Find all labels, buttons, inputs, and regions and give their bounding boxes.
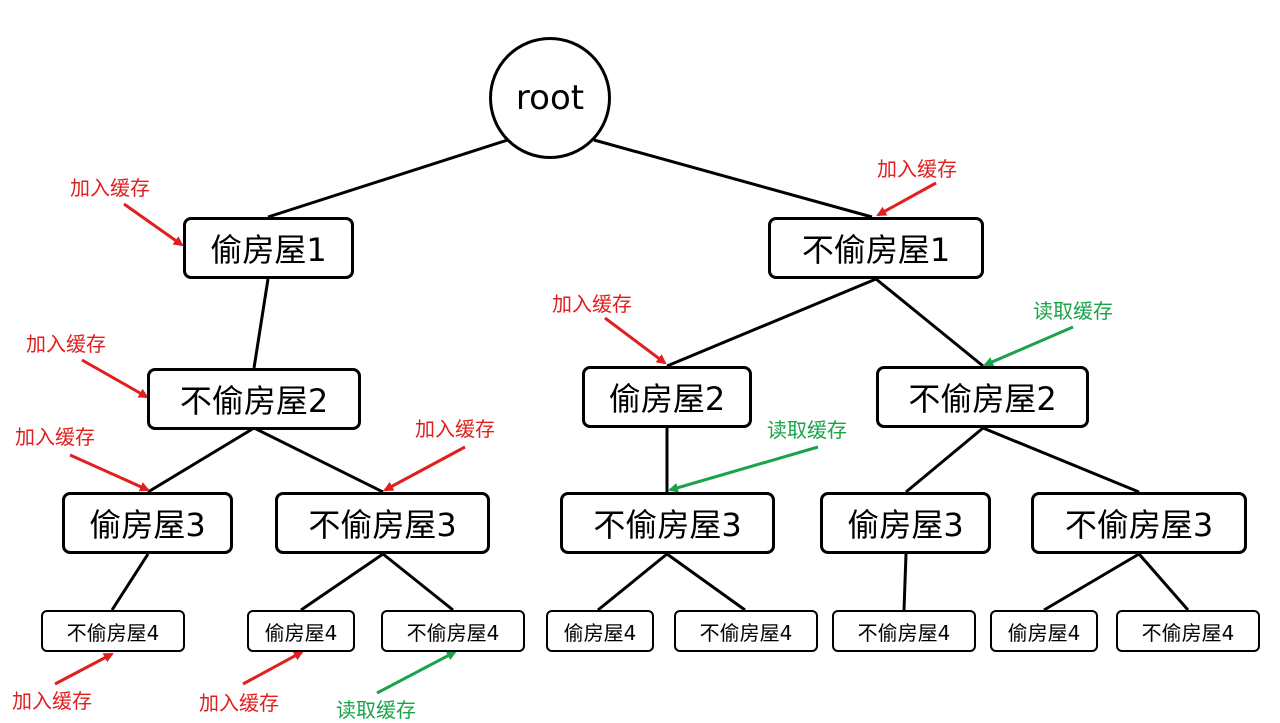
node-nosteal-house4-c2: 不偷房屋4	[674, 610, 818, 652]
node-label: 不偷房屋4	[1141, 620, 1235, 645]
edge-r1-r2a	[666, 277, 877, 368]
edge-l2-l3a	[147, 426, 255, 494]
node-nosteal-house2-right: 不偷房屋2	[876, 366, 1089, 428]
node-label: 不偷房屋1	[801, 231, 951, 269]
edge-r2b-r3d	[905, 426, 984, 494]
edge-root-right	[593, 138, 873, 219]
annotation-add-cache-2: 加入缓存	[877, 157, 957, 181]
node-label: 不偷房屋3	[1064, 506, 1214, 544]
node-label: 偷房屋4	[563, 620, 637, 645]
node-nosteal-house2-left: 不偷房屋2	[147, 368, 361, 430]
arrow-add-3	[81, 358, 149, 399]
node-label: 偷房屋3	[89, 506, 206, 544]
arrow-read-2	[668, 445, 819, 493]
node-steal-house2-right: 偷房屋2	[582, 366, 752, 428]
edge-root-left	[267, 134, 521, 219]
arrow-read-1	[983, 325, 1074, 367]
edge-l2-l3b	[253, 426, 384, 494]
node-steal-house3-a: 偷房屋3	[62, 492, 233, 554]
node-label: 不偷房屋4	[406, 620, 500, 645]
edge-l3a-l4	[110, 553, 150, 611]
node-steal-house1: 偷房屋1	[183, 217, 354, 279]
edge-r3e-l4a	[1043, 552, 1140, 612]
edge-l1-l2	[252, 278, 270, 369]
node-nosteal-house3-c: 不偷房屋3	[560, 492, 775, 554]
arrow-add-5	[69, 453, 150, 492]
annotation-add-cache-7: 加入缓存	[12, 689, 92, 713]
node-label: 不偷房屋2	[908, 380, 1057, 418]
node-label: 偷房屋4	[264, 620, 338, 645]
annotation-add-cache-6: 加入缓存	[415, 417, 495, 441]
edge-l3b-l4a	[300, 552, 384, 612]
node-label: 偷房屋1	[210, 231, 327, 269]
arrow-add-4	[604, 316, 667, 365]
edge-r1-r2b	[875, 277, 984, 368]
arrow-add-1	[123, 202, 184, 247]
arrow-add-6	[383, 445, 466, 492]
node-label: 偷房屋2	[608, 380, 726, 418]
arrow-read-3	[376, 650, 457, 695]
edge-r3c-l4b	[666, 552, 746, 612]
arrow-add-7	[54, 652, 114, 686]
annotation-read-cache-3: 读取缓存	[336, 698, 416, 722]
edge-r3d-l4	[902, 553, 908, 611]
annotation-add-cache-8: 加入缓存	[199, 691, 279, 715]
arrow-add-8	[242, 650, 304, 686]
node-steal-house3-d: 偷房屋3	[820, 492, 991, 554]
node-label: 不偷房屋4	[66, 620, 160, 645]
node-label: 不偷房屋4	[699, 620, 793, 645]
edge-l3b-l4b	[382, 552, 454, 612]
node-nosteal-house4-e2: 不偷房屋4	[1116, 610, 1260, 652]
node-steal-house4-e1: 偷房屋4	[990, 610, 1098, 652]
node-nosteal-house3-e: 不偷房屋3	[1031, 492, 1247, 554]
node-label: 不偷房屋3	[593, 506, 742, 544]
annotation-add-cache-5: 加入缓存	[15, 425, 95, 449]
annotation-add-cache-1: 加入缓存	[70, 176, 150, 200]
arrow-add-2	[876, 181, 937, 217]
annotation-read-cache-1: 读取缓存	[1033, 299, 1113, 323]
node-nosteal-house1: 不偷房屋1	[768, 217, 984, 279]
node-label: 不偷房屋4	[857, 620, 951, 645]
edge-r3e-l4b	[1137, 553, 1190, 611]
edge-r3c-l4a	[597, 552, 668, 612]
annotation-read-cache-2: 读取缓存	[767, 418, 847, 442]
node-nosteal-house4-d1: 不偷房屋4	[832, 610, 976, 652]
node-nosteal-house4-a1: 不偷房屋4	[41, 610, 185, 652]
annotation-add-cache-3: 加入缓存	[26, 332, 106, 356]
node-label: 偷房屋3	[847, 506, 964, 544]
node-steal-house4-b1: 偷房屋4	[247, 610, 355, 652]
annotation-add-cache-4: 加入缓存	[552, 292, 632, 316]
node-label: 不偷房屋3	[308, 506, 457, 544]
root-node: root	[489, 37, 611, 159]
node-label: 不偷房屋2	[179, 382, 329, 420]
node-label: 偷房屋4	[1007, 620, 1081, 645]
node-nosteal-house3-b: 不偷房屋3	[275, 492, 490, 554]
edge-r2b-r3e	[982, 426, 1140, 494]
node-steal-house4-c1: 偷房屋4	[546, 610, 654, 652]
root-label: root	[515, 78, 585, 118]
node-nosteal-house4-b2: 不偷房屋4	[381, 610, 525, 652]
